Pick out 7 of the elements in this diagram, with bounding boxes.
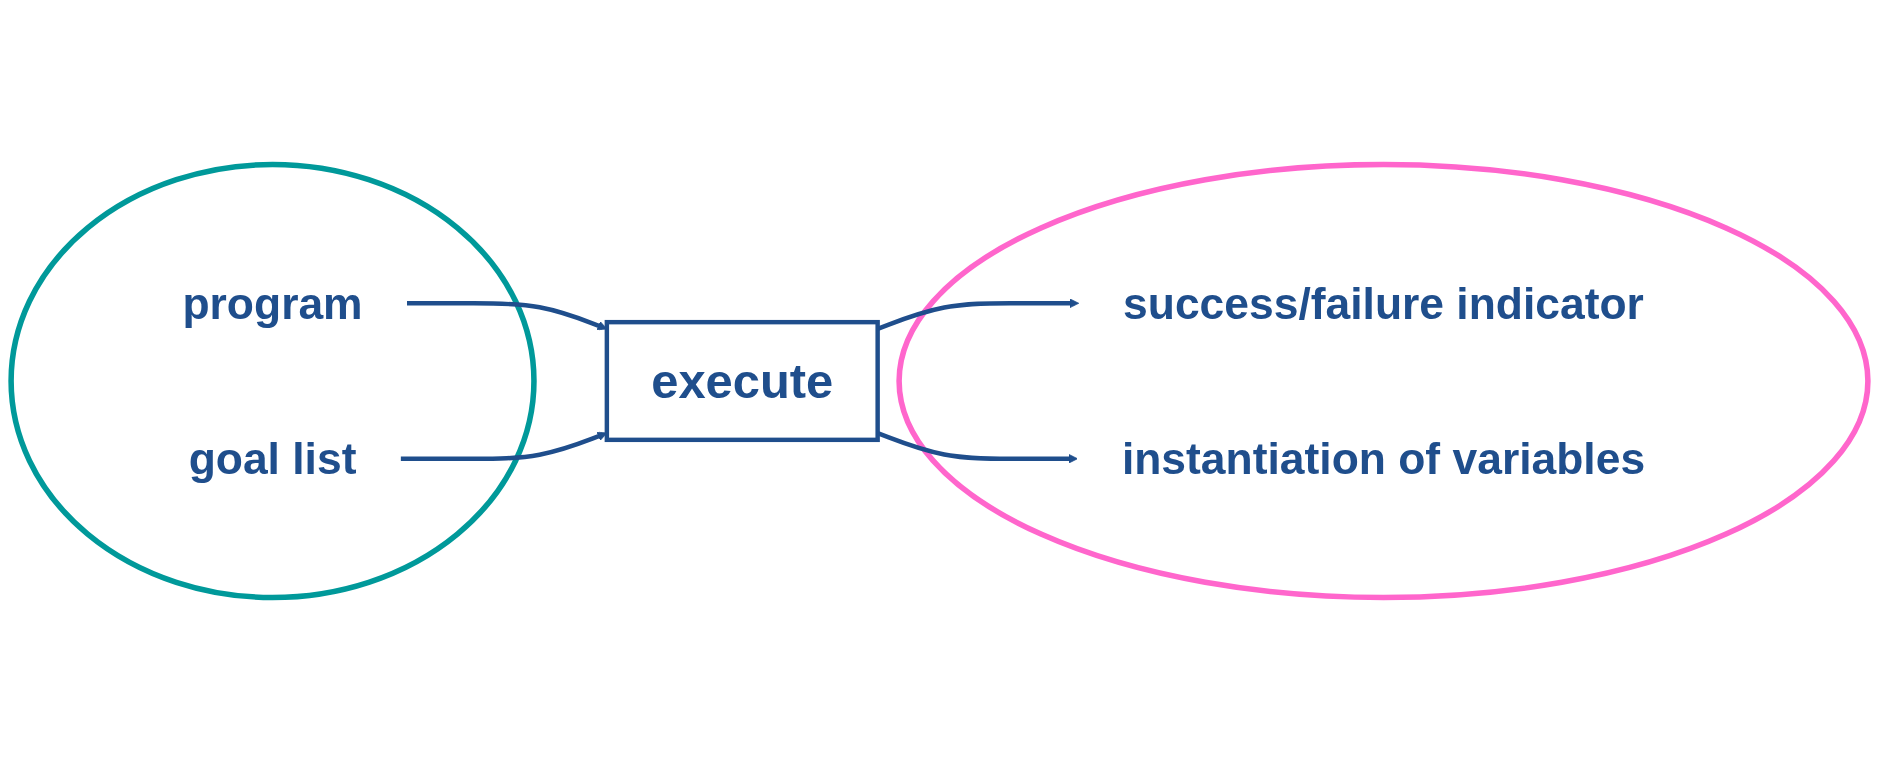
node-text: instantiation of variables <box>1121 434 1646 484</box>
node-text: success/failure indicator <box>1123 278 1644 328</box>
node-box: execute <box>604 319 880 443</box>
node-text: goal list <box>188 434 357 484</box>
cluster <box>8 161 537 601</box>
cluster <box>896 161 1871 601</box>
node-text: program <box>182 278 363 328</box>
